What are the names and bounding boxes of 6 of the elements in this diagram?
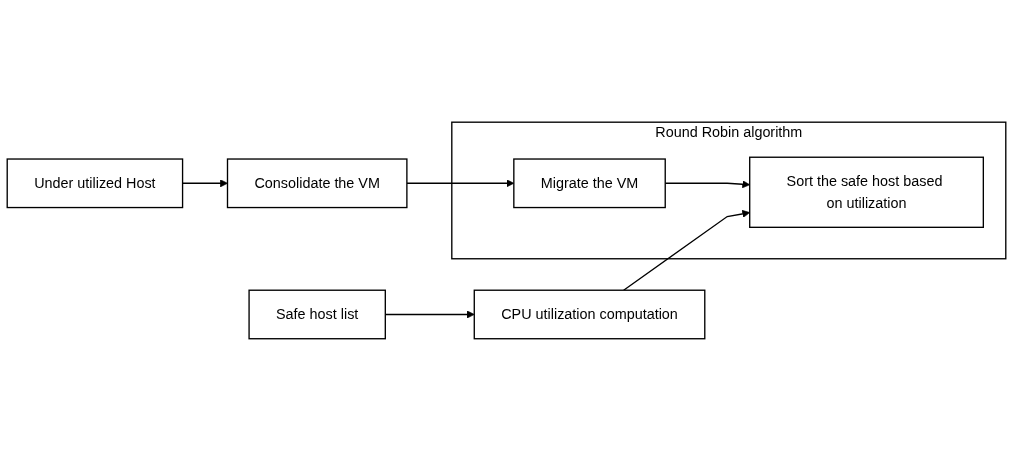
node-box: CPU utilization computation [473,289,706,339]
node-box: Sort the safe host based on utilization [749,156,984,228]
node-box: Consolidate the VM [226,157,408,208]
node-box: Under utilized Host [6,157,184,208]
node-box: Migrate the VM [513,157,666,208]
node-box: Safe host list [248,289,386,339]
